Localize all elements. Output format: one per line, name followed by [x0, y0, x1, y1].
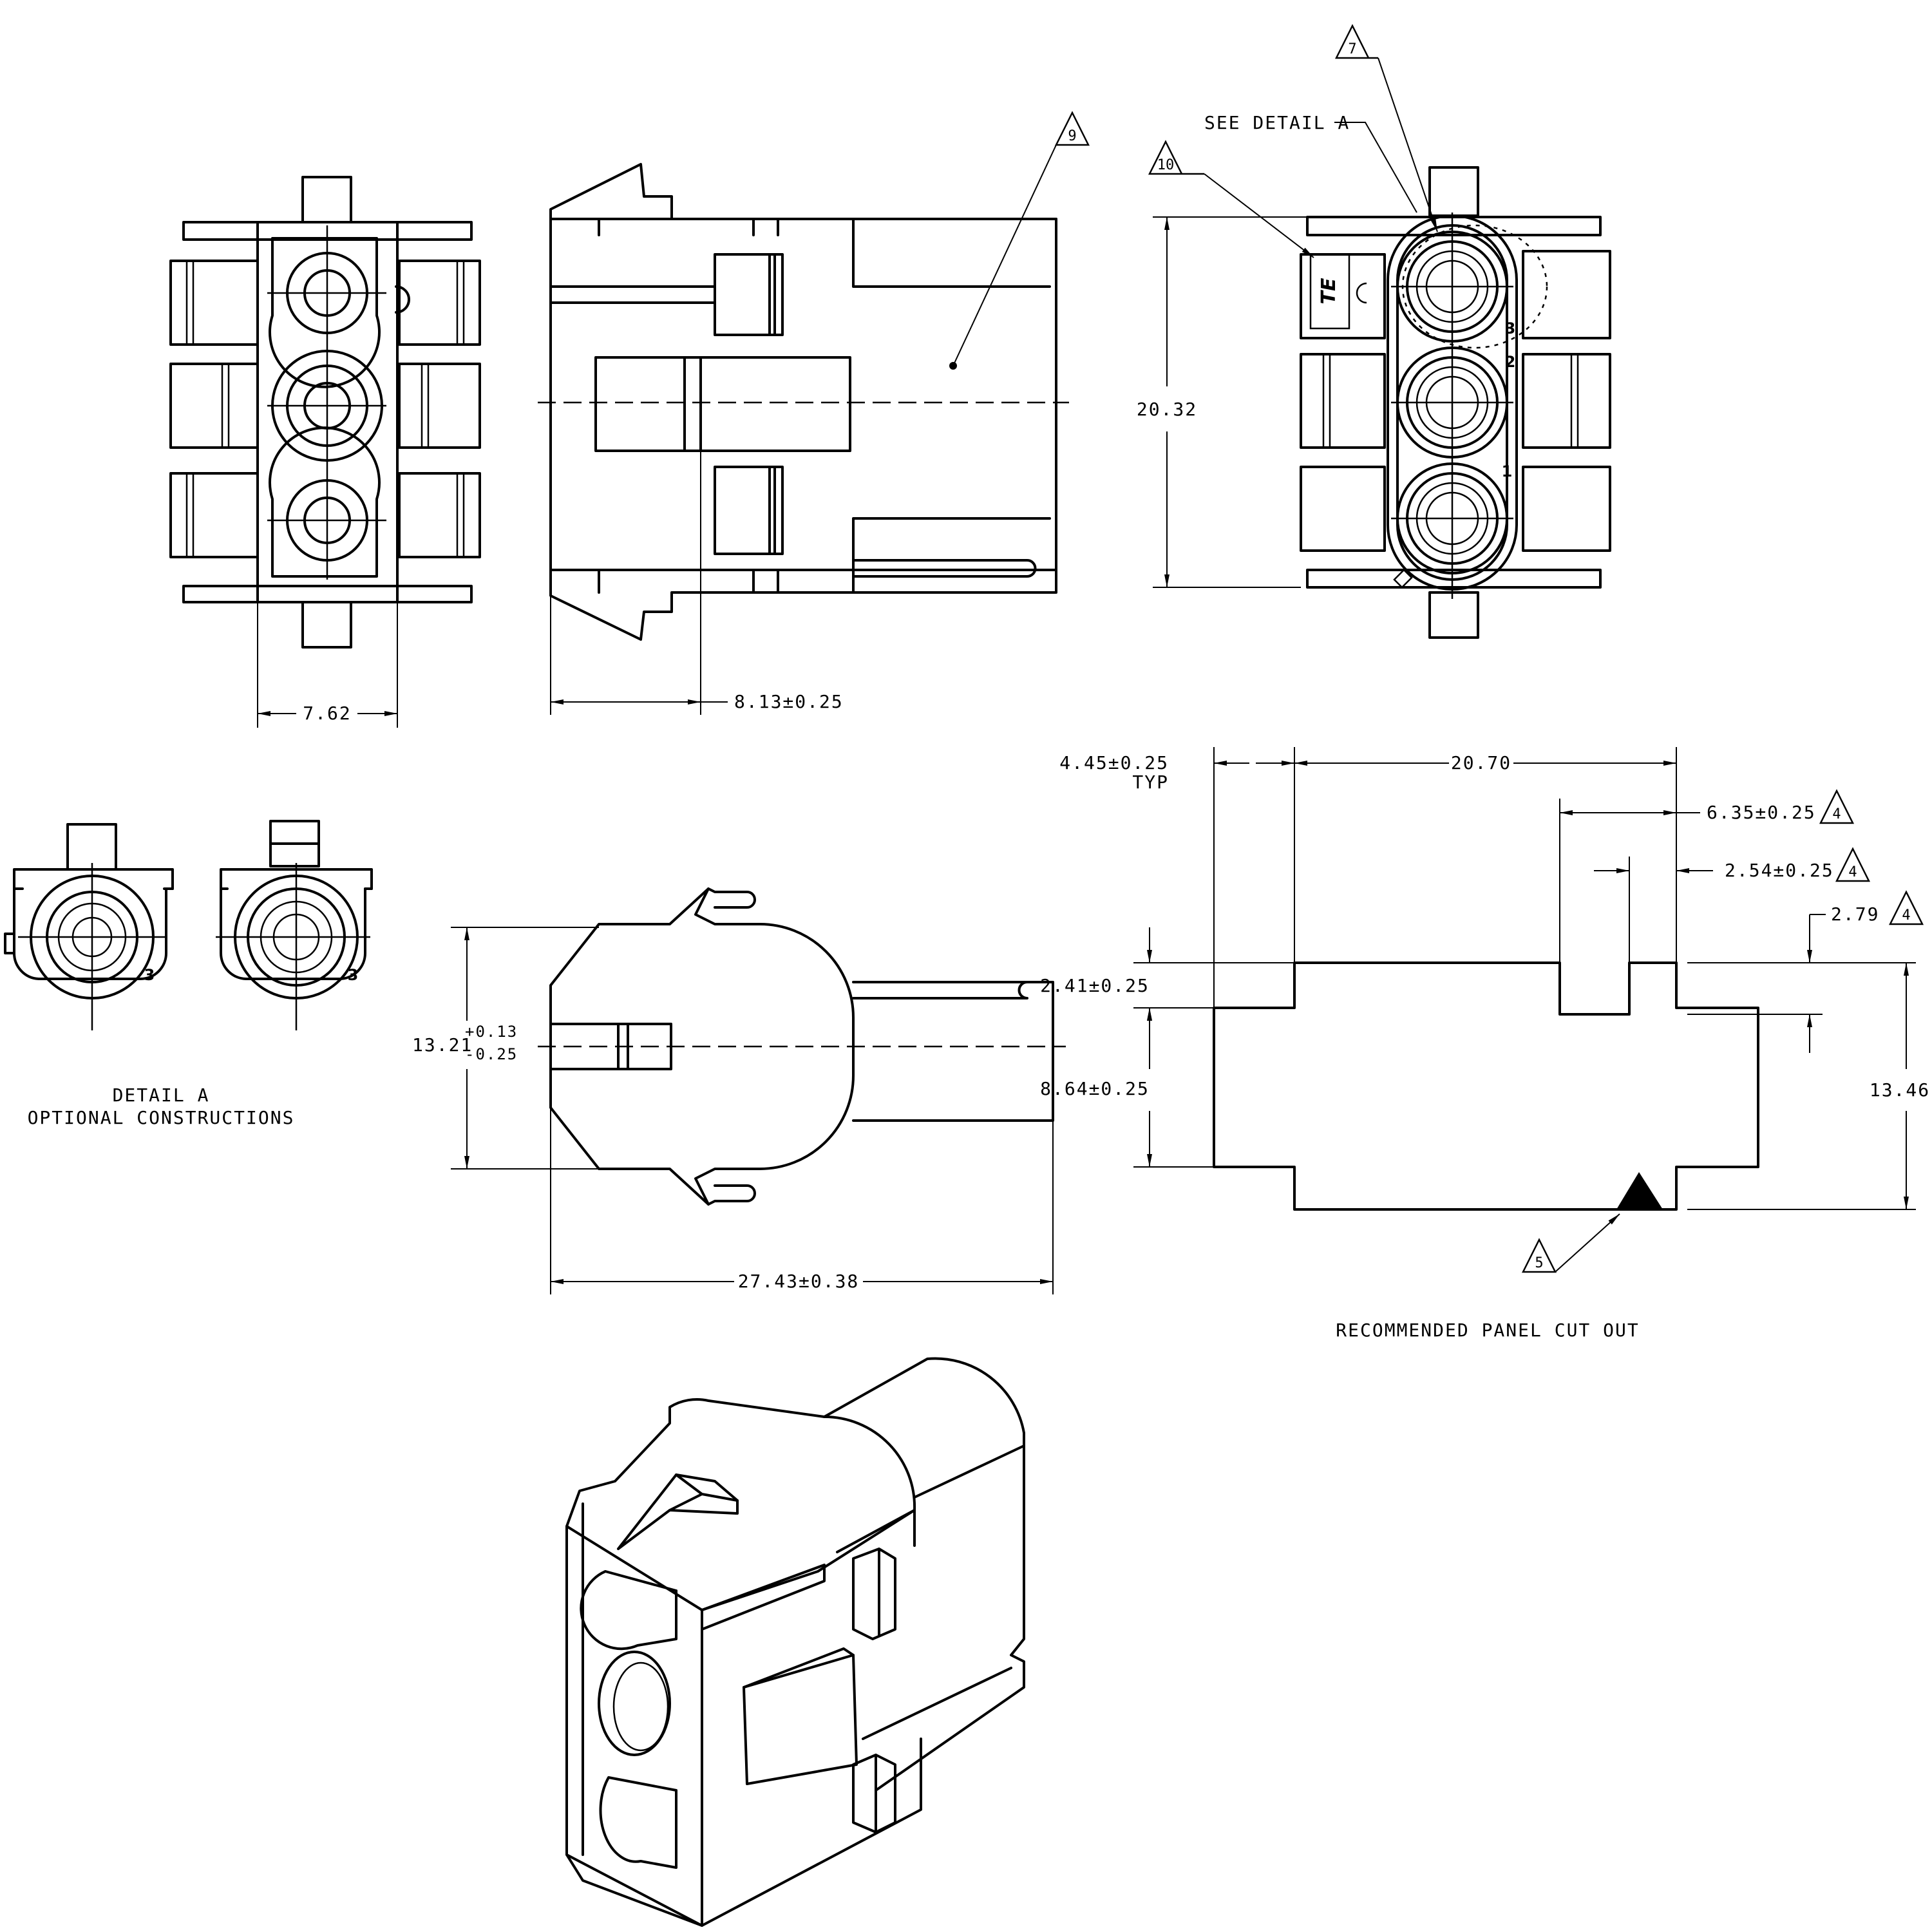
latch-offset-dimension: 8.13±0.25: [550, 451, 844, 715]
pitch-dimension-text: 7.62: [303, 703, 351, 724]
center-height-dimension-text: 8.64±0.25: [1040, 1078, 1150, 1099]
detail-a-subcaption: OPTIONAL CONSTRUCTIONS: [28, 1107, 295, 1128]
typ-offset-dimension: 4.45±0.25 TYP: [1059, 752, 1294, 793]
side-view-lower-window: [714, 466, 784, 555]
center-height-dimension: 8.64±0.25: [1040, 1008, 1152, 1167]
length-dimension-text: 27.43±0.38: [738, 1271, 860, 1292]
polarization-mark: [1616, 1172, 1663, 1209]
flag-5: 5: [1521, 1213, 1620, 1273]
key-offset-dimension-text: 6.35±0.25: [1707, 802, 1816, 823]
key-offset-dimension: 6.35±0.25 4: [1560, 789, 1855, 824]
panel-cut-out: 20.70 4.45±0.25 TYP 6.35±0.25 4 2.54±0.2…: [1040, 747, 1930, 1341]
pitch-dimension: 7.62: [257, 592, 398, 728]
width-dimension-tol-plus: +0.13: [465, 1023, 518, 1041]
circuit-number-1: 1: [1502, 462, 1513, 480]
iso-cavity-3: [599, 1776, 677, 1869]
top-view: 13.21 +0.13 -0.25 27.43±0.38: [412, 887, 1066, 1294]
detail-a-boundary: [1401, 224, 1548, 349]
circuit-number-2: 2: [1505, 353, 1516, 371]
detail-a-option-1: 3: [4, 823, 174, 1030]
circuit-number-3: 3: [1505, 319, 1516, 337]
detail-a-option-2: 3: [216, 820, 373, 1030]
iso-cavity-2: [598, 1651, 671, 1756]
cutout-height-dimension-text: 13.46: [1870, 1079, 1930, 1101]
flag-4-c: 4: [1902, 907, 1910, 923]
detail-a-circuit-number-1: 3: [144, 966, 155, 984]
key-width-dimension-text: 2.54±0.25: [1725, 860, 1834, 881]
detail-a-view: 3 3 DETAIL A OPTIONAL CONSTRUCTIONS: [4, 820, 373, 1128]
width-dimension-tol-minus: -0.25: [465, 1045, 518, 1063]
front-view-cavity-3: [269, 426, 381, 578]
mating-face-view: TE 3 2 1: [1137, 24, 1611, 639]
svg-text:TE: TE: [1318, 278, 1340, 304]
key-width-dimension: 2.54±0.25 4: [1594, 847, 1871, 882]
svg-text:10: 10: [1157, 157, 1175, 173]
svg-text:7: 7: [1348, 41, 1356, 57]
height-dimension-text: 20.32: [1137, 399, 1197, 420]
svg-text:5: 5: [1535, 1255, 1543, 1271]
panel-cut-out-caption: RECOMMENDED PANEL CUT OUT: [1336, 1320, 1639, 1341]
typ-offset-dimension-text: 4.45±0.25: [1059, 752, 1169, 773]
cutout-length-dimension: 20.70: [1294, 752, 1676, 773]
side-view: 8.13±0.25: [538, 163, 1069, 715]
flag-4-b: 4: [1848, 864, 1857, 880]
cutout-length-dimension-text: 20.70: [1451, 752, 1511, 773]
side-view-upper-window: [714, 253, 784, 336]
flag-9: 9: [952, 111, 1090, 366]
front-view-latch-blocks: [169, 260, 481, 558]
see-detail-a-text: SEE DETAIL A: [1204, 112, 1350, 133]
te-logo: TE: [1309, 253, 1367, 330]
height-dimension: 20.32: [1137, 216, 1423, 588]
typ-text: TYP: [1132, 772, 1169, 793]
detail-a-circuit-number-2: 3: [348, 966, 359, 984]
width-dimension: 13.21 +0.13 -0.25: [412, 927, 599, 1170]
latch-offset-dimension-text: 8.13±0.25: [734, 691, 844, 712]
key-depth-dimension: 2.79 4: [1807, 890, 1924, 1053]
step-height-dimension-text: 2.41±0.25: [1040, 975, 1150, 996]
step-height-dimension: 2.41±0.25: [1040, 927, 1152, 1043]
width-dimension-text: 13.21: [412, 1034, 473, 1056]
detail-a-caption: DETAIL A: [113, 1084, 210, 1106]
key-depth-dimension-text: 2.79: [1831, 904, 1879, 925]
isometric-view: [565, 1357, 1025, 1927]
flag-10: 10: [1148, 140, 1314, 258]
front-view: 7.62: [169, 176, 481, 728]
flag-7: 7: [1334, 24, 1438, 232]
iso-cavity-1: [580, 1570, 677, 1651]
flag-4-a: 4: [1832, 806, 1841, 822]
cutout-height-dimension: 13.46: [1870, 963, 1930, 1209]
length-dimension: 27.43±0.38: [550, 1108, 1054, 1294]
side-view-center-latch: [594, 356, 851, 452]
svg-text:9: 9: [1068, 128, 1076, 144]
